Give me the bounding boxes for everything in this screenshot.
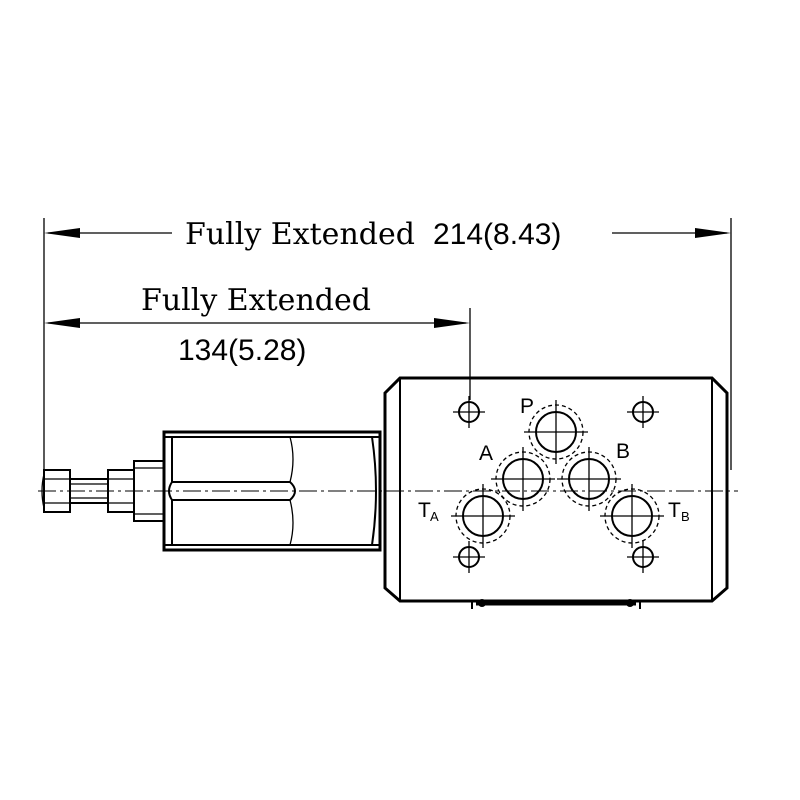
body-dimension: Fully Extended 134(5.28) xyxy=(44,283,471,400)
port-label-b: B xyxy=(616,440,630,463)
mounting-holes xyxy=(453,396,659,573)
port-a xyxy=(491,447,555,511)
bolt-hole-bottom-left xyxy=(453,541,485,573)
overall-dimension-label: Fully Extended xyxy=(185,217,415,252)
port-p xyxy=(524,400,588,464)
lock-nut-chamfer xyxy=(41,473,45,509)
overall-dimension: Fully Extended 214(8.43) xyxy=(43,217,732,488)
hex-chamfer-upper xyxy=(289,436,294,483)
spring-housing-outline xyxy=(162,430,382,552)
flange-pin-left xyxy=(478,599,486,607)
port-ta xyxy=(451,484,515,548)
valve-body xyxy=(383,376,729,609)
port-tb xyxy=(600,484,664,548)
flange-pin-right xyxy=(626,599,634,607)
port-label-p: P xyxy=(520,395,534,418)
port-label-a: A xyxy=(479,442,493,465)
body-arrowhead-right xyxy=(434,318,470,328)
hex-flat-lines xyxy=(171,437,296,545)
port-labels: P A B T A T B xyxy=(418,395,690,524)
body-arrowhead-left xyxy=(44,318,80,328)
bolt-hole-top-right xyxy=(627,396,659,428)
spring-housing xyxy=(162,430,382,552)
hex-flat-curve-left xyxy=(168,481,173,501)
valve-body-outline xyxy=(383,376,729,603)
bolt-hole-bottom-right xyxy=(627,541,659,573)
body-dimension-label: Fully Extended xyxy=(141,283,371,318)
hex-chamfer-lower xyxy=(289,499,294,546)
overall-arrowhead-left xyxy=(44,228,80,238)
adjusting-screw-assembly xyxy=(41,469,109,513)
housing-end-chamfer xyxy=(371,436,377,546)
body-dimension-value: 134(5.28) xyxy=(178,334,306,367)
port-label-ta: T xyxy=(418,499,431,522)
overall-dimension-value: 214(8.43) xyxy=(433,218,561,251)
port-label-tb-subscript: B xyxy=(681,509,690,524)
port-b xyxy=(557,447,621,511)
port-label-ta-subscript: A xyxy=(430,509,439,524)
bolt-hole-top-left xyxy=(453,396,485,428)
port-label-tb: T xyxy=(668,499,681,522)
flow-ports xyxy=(451,400,664,548)
overall-arrowhead-right xyxy=(695,228,731,238)
